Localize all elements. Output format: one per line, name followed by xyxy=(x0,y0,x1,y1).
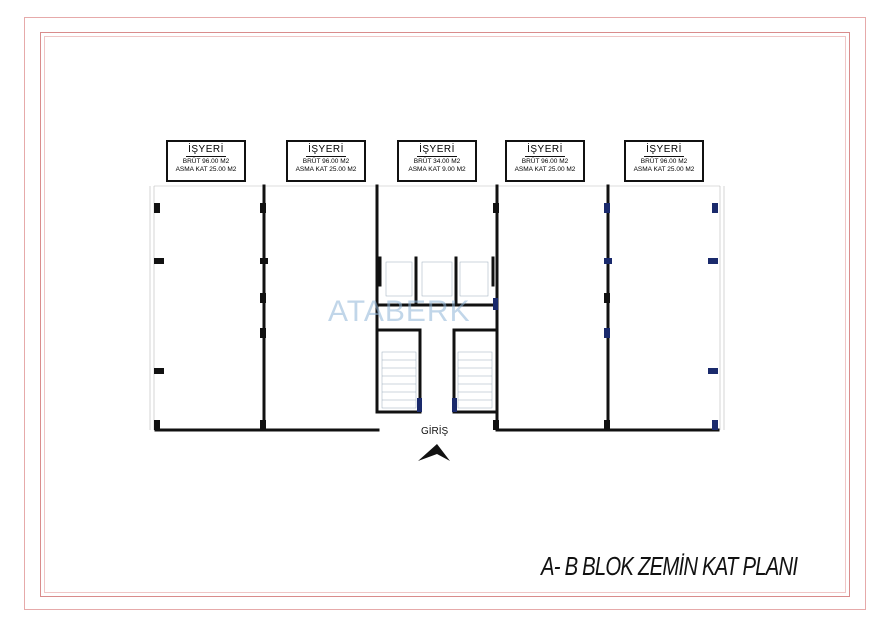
sheet-inner-frame-2 xyxy=(44,36,846,593)
entrance-label: GİRİŞ xyxy=(421,426,449,437)
unit-gross-area: BRÜT 34.00 M2 xyxy=(413,158,461,165)
unit-gross-area: BRÜT 96.00 M2 xyxy=(302,158,350,165)
unit-mezzanine-area: ASMA KAT 25.00 M2 xyxy=(514,165,576,173)
unit-gross-area: BRÜT 96.00 M2 xyxy=(640,158,688,165)
unit-name: İŞYERİ xyxy=(646,144,682,155)
unit-label-2: İŞYERİ BRÜT 96.00 M2 ASMA KAT 25.00 M2 xyxy=(286,140,366,182)
unit-label-4: İŞYERİ BRÜT 96.00 M2 ASMA KAT 25.00 M2 xyxy=(505,140,585,182)
sheet-outer-frame xyxy=(24,17,866,610)
unit-gross-area: BRÜT 96.00 M2 xyxy=(182,158,230,165)
unit-label-5: İŞYERİ BRÜT 96.00 M2 ASMA KAT 25.00 M2 xyxy=(624,140,704,182)
unit-gross-area: BRÜT 96.00 M2 xyxy=(521,158,569,165)
unit-name: İŞYERİ xyxy=(308,144,344,155)
unit-name: İŞYERİ xyxy=(188,144,224,155)
unit-mezzanine-area: ASMA KAT 25.00 M2 xyxy=(295,165,357,173)
plan-title: A- B BLOK ZEMİN KAT PLANI xyxy=(541,551,798,581)
entrance-arrow-icon xyxy=(418,444,450,461)
unit-name: İŞYERİ xyxy=(527,144,563,155)
unit-mezzanine-area: ASMA KAT 25.00 M2 xyxy=(175,165,237,173)
unit-label-1: İŞYERİ BRÜT 96.00 M2 ASMA KAT 25.00 M2 xyxy=(166,140,246,182)
unit-mezzanine-area: ASMA KAT 25.00 M2 xyxy=(633,165,695,173)
unit-name: İŞYERİ xyxy=(419,144,455,155)
unit-label-3: İŞYERİ BRÜT 34.00 M2 ASMA KAT 9.00 M2 xyxy=(397,140,477,182)
sheet-inner-frame xyxy=(40,32,850,597)
unit-mezzanine-area: ASMA KAT 9.00 M2 xyxy=(408,165,466,173)
watermark-logo: ATABERK xyxy=(328,295,471,328)
